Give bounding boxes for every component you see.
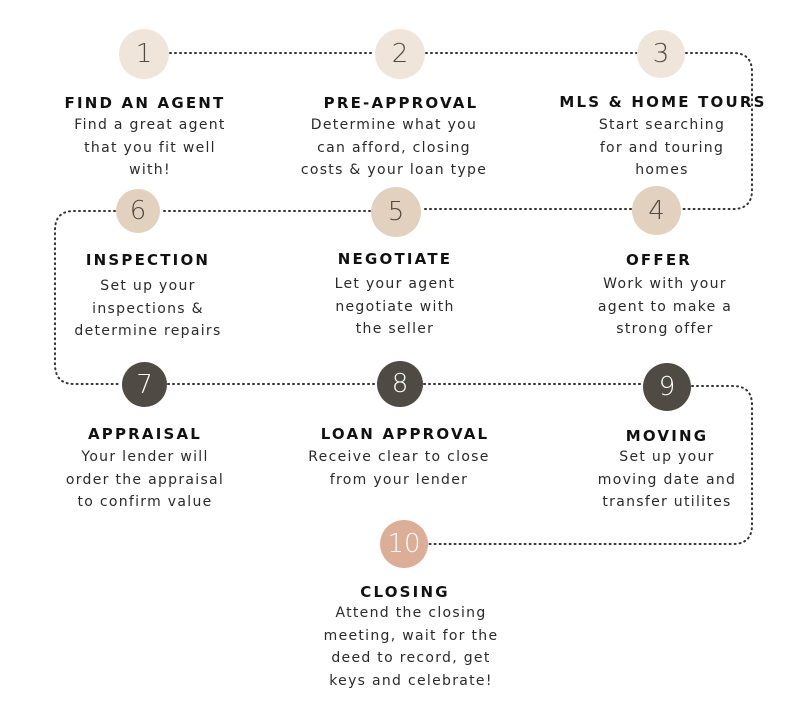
step-6-line-1: Set up your (100, 278, 196, 294)
step-5-number-circle: 5 (371, 187, 421, 237)
step-4-line-3: strong offer (616, 321, 714, 337)
connector-9-10 (428, 385, 753, 545)
step-2-number-circle: 2 (375, 29, 425, 79)
step-7-description: Your lender will order the appraisal to … (25, 446, 265, 514)
step-4-number-circle: 4 (632, 186, 681, 235)
step-10-line-2: meeting, wait for the (323, 627, 499, 644)
step-3-number-circle: 3 (637, 30, 685, 78)
step-8-line-1: Receive clear to close (308, 449, 490, 465)
step-1-line-3: with! (129, 162, 171, 178)
step-9-number-circle: 9 (643, 363, 691, 411)
step-1-line-2: that you fit well (84, 139, 216, 156)
step-7-line-2: order the appraisal (65, 471, 225, 488)
connector-6-7 (54, 210, 122, 385)
step-6-line-3: determine repairs (74, 323, 222, 339)
step-5-description: Let your agent negotiate with the seller (275, 273, 515, 341)
step-7-number-circle: 7 (122, 362, 167, 407)
step-9-line-1: Set up your (619, 449, 715, 465)
step-6-description: Set up your inspections & determine repa… (28, 275, 268, 343)
step-2-line-3: costs & your loan type (300, 162, 488, 178)
step-3-line-3: homes (635, 162, 689, 178)
step-9-title: MOVING (625, 427, 709, 445)
step-7-line-3: to confirm value (77, 494, 213, 510)
step-1-description: Find a great agent that you fit well wit… (30, 114, 270, 182)
step-10-line-1: Attend the closing (335, 605, 487, 621)
step-4-line-1: Work with your (603, 276, 727, 292)
step-9-description: Set up your moving date and transfer uti… (547, 446, 787, 514)
connector-3-4 (681, 52, 753, 210)
step-9-line-2: moving date and (597, 471, 737, 488)
step-4-title: OFFER (625, 251, 693, 269)
step-8-number-circle: 8 (377, 361, 423, 407)
step-5-line-2: negotiate with (335, 298, 455, 315)
step-4-description: Work with your agent to make a strong of… (545, 273, 785, 341)
step-6-line-2: inspections & (92, 300, 204, 317)
step-10-line-4: keys and celebrate! (329, 672, 493, 689)
step-8-title: LOAN APPROVAL (320, 425, 490, 443)
step-10-title: CLOSING (360, 583, 450, 601)
step-8-line-2: from your lender (329, 471, 469, 488)
step-2-line-2: can afford, closing (317, 139, 471, 156)
step-7-line-1: Your lender will (81, 449, 209, 465)
step-6-number-circle: 6 (116, 189, 160, 233)
step-3-line-2: for and touring (599, 139, 725, 156)
step-3-title: MLS & HOME TOURS (559, 93, 767, 111)
step-5-line-3: the seller (355, 321, 435, 337)
step-5-title: NEGOTIATE (337, 250, 453, 268)
step-2-title: PRE-APPROVAL (323, 94, 479, 112)
step-8-description: Receive clear to close from your lender (279, 446, 519, 491)
step-1-title: FIND AN AGENT (64, 94, 226, 112)
step-2-description: Determine what you can afford, closing c… (274, 114, 514, 182)
step-7-title: APPRAISAL (87, 425, 203, 443)
step-4-line-2: agent to make a (597, 298, 733, 315)
step-1-line-1: Find a great agent (74, 117, 226, 133)
step-10-description: Attend the closing meeting, wait for the… (291, 602, 531, 692)
step-3-line-1: Start searching (598, 117, 726, 133)
step-3-description: Start searching for and touring homes (542, 114, 782, 182)
step-1-number-circle: 1 (119, 29, 169, 79)
step-10-number-circle: 10 (380, 520, 428, 568)
step-10-line-3: deed to record, get (331, 650, 491, 666)
step-5-line-1: Let your agent (334, 276, 456, 292)
step-9-line-3: transfer utilites (602, 494, 732, 510)
step-2-line-1: Determine what you (310, 117, 478, 133)
step-6-title: INSPECTION (85, 251, 211, 269)
